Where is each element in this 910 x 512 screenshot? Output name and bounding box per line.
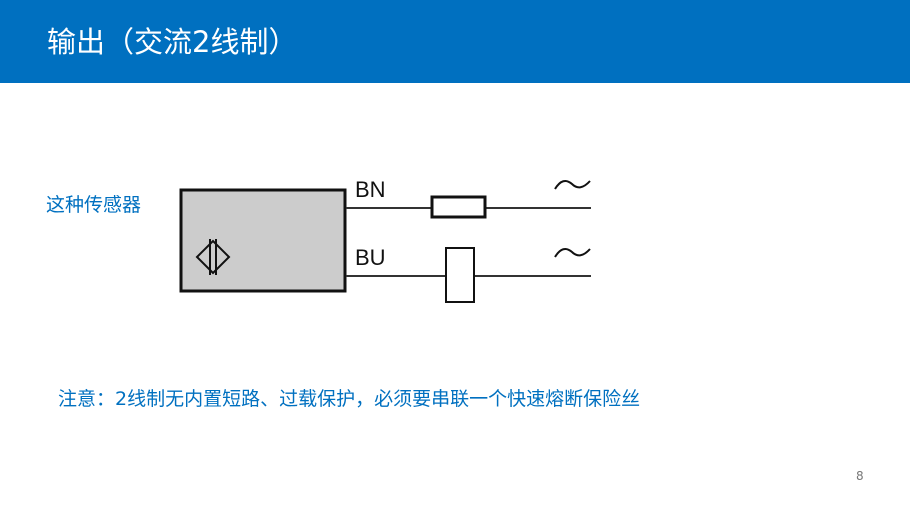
wire-label-bu: BU	[355, 245, 386, 270]
page-number: 8	[856, 469, 864, 483]
fuse-icon	[430, 195, 487, 219]
note-text: 注意：2线制无内置短路、过载保护，必须要串联一个快速熔断保险丝	[58, 388, 641, 410]
ac-tilde-icon	[554, 179, 591, 190]
load-icon	[445, 247, 475, 303]
proximity-sensor-icon	[195, 239, 231, 275]
sensor-label: 这种传感器	[46, 194, 142, 216]
slide-header: 输出（交流2线制）	[0, 0, 910, 83]
ac-tilde-icon	[554, 247, 591, 258]
slide-title: 输出（交流2线制）	[47, 25, 298, 59]
sensor-body	[179, 188, 347, 293]
wire-label-bn: BN	[355, 177, 386, 202]
